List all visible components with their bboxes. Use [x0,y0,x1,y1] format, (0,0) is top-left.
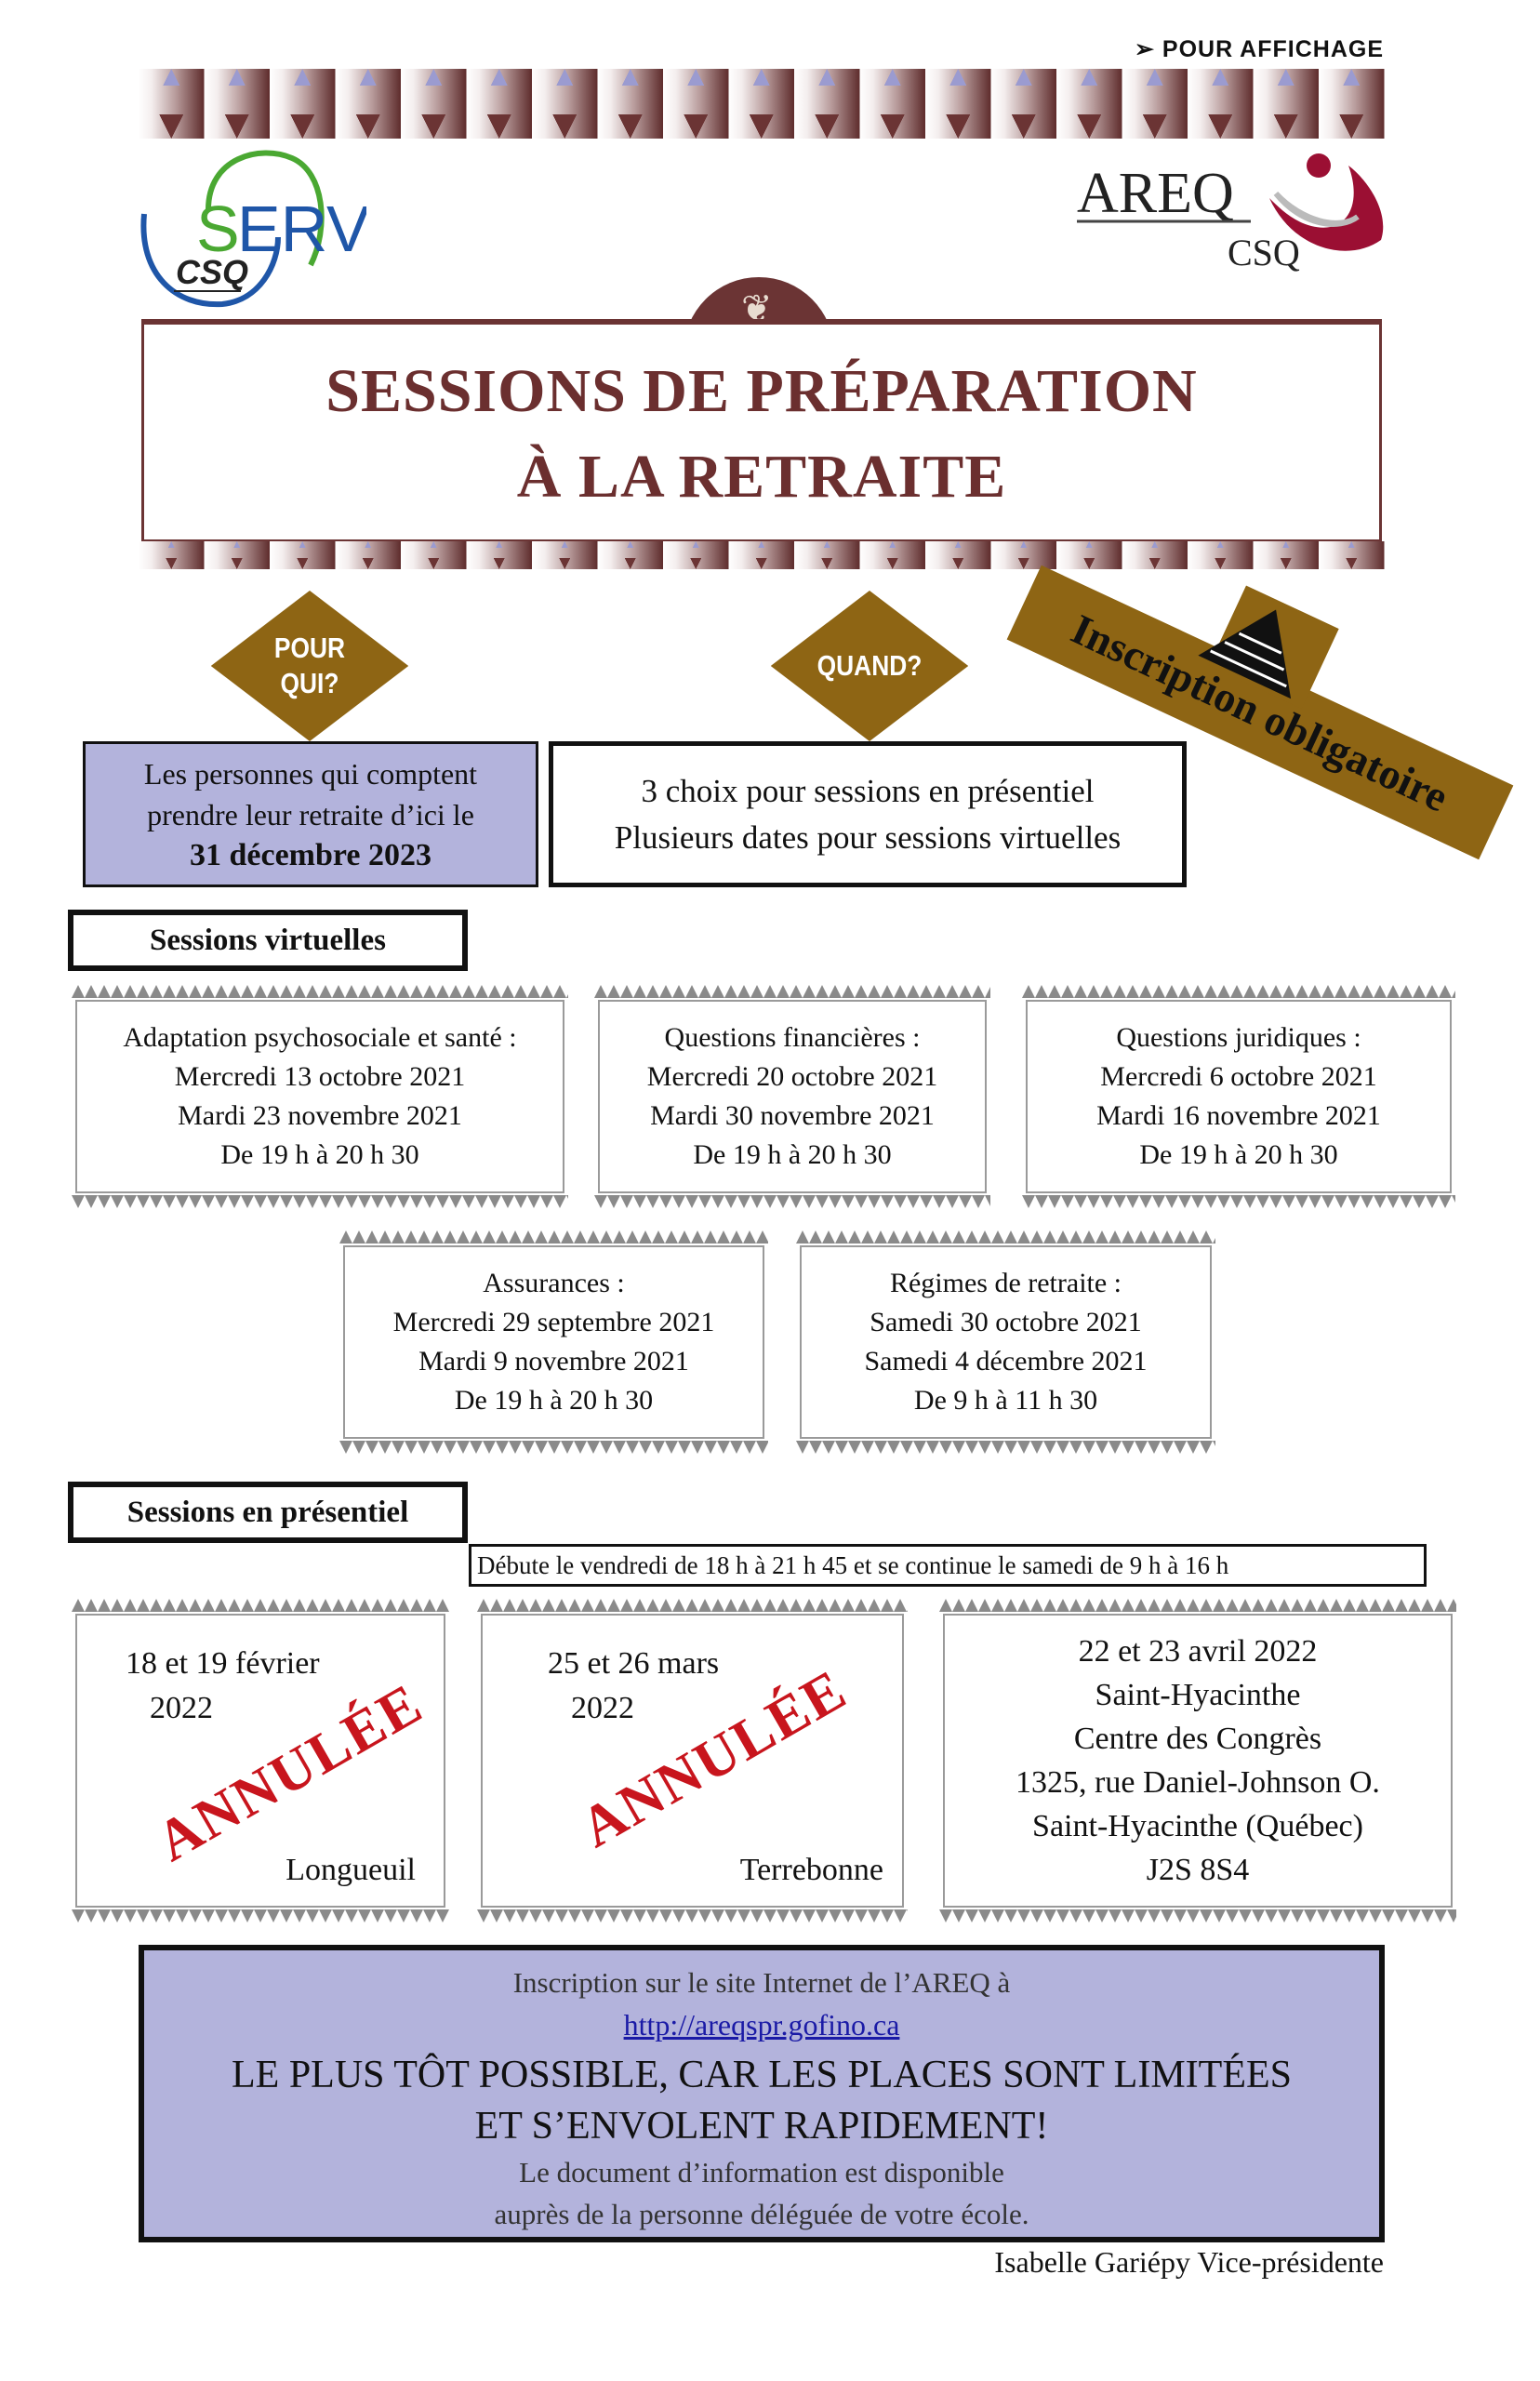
session-date: Mardi 9 novembre 2021 [418,1346,689,1377]
session-dates: 22 et 23 avril 2022 [1078,1634,1318,1669]
in-person-sessions-label: Sessions en présentiel [68,1482,468,1543]
signature: Isabelle Gariépy Vice-présidente [994,2245,1384,2279]
session-year: 2022 [571,1691,634,1725]
session-year: 2022 [150,1691,213,1725]
serv-csq-logo: S ERV CSQ [140,150,366,308]
session-date: Samedi 4 décembre 2021 [864,1346,1148,1377]
page-title-line1: SESSIONS DE PRÉPARATION [325,357,1198,425]
when-diamond-label: QUAND? [816,649,923,682]
decorative-bottom-band [139,541,1385,569]
virtual-session-card: Adaptation psychosociale et santé : Mercr… [60,985,579,1208]
decorative-top-band [139,69,1385,139]
virtual-session-card: Questions financières : Mercredi 20 octob… [583,985,1002,1208]
virtual-session-card: Régimes de retraite : Samedi 30 octobre 2… [785,1230,1227,1454]
session-date: Mercredi 20 octobre 2021 [646,1061,938,1092]
session-city: Terrebonne [739,1853,883,1887]
session-topic: Assurances : [483,1268,625,1298]
session-venue: Centre des Congrès [1073,1722,1322,1756]
svg-text:CSQ: CSQ [1228,232,1300,273]
virtual-sessions-label: Sessions virtuelles [68,910,468,971]
info-line1: Le document d’information est disponible [519,2156,1004,2188]
pyramid-icon [1198,585,1339,710]
when-line1: 3 choix pour sessions en présentiel [641,772,1095,809]
when-box: 3 choix pour sessions en présentiel Plus… [549,741,1187,887]
title-box: SESSIONS DE PRÉPARATION À LA RETRAITE [141,319,1382,542]
page-title-line2: À LA RETRAITE [516,443,1007,511]
who-diamond: POUR QUI? [210,591,409,741]
session-time: De 9 h à 11 h 30 [913,1385,1098,1416]
session-time: De 19 h à 20 h 30 [220,1139,419,1170]
when-line2: Plusieurs dates pour sessions virtuelles [614,818,1122,856]
who-line2: prendre leur retraite d’ici le [147,797,474,831]
in-person-session-card: 25 et 26 mars 2022 ANNULÉE Terrebonne [466,1599,919,1922]
posting-label: ➢ POUR AFFICHAGE [1135,36,1384,62]
in-person-session-card: 18 et 19 février 2022 ANNULÉE Longueuil [60,1599,460,1922]
session-postal-code: J2S 8S4 [1146,1853,1250,1887]
areq-csq-logo: AREQ CSQ [1077,153,1384,273]
session-date: Mercredi 29 septembre 2021 [392,1307,715,1337]
session-topic: Questions juridiques : [1116,1022,1361,1053]
who-line1: Les personnes qui comptent [143,756,478,791]
session-topic: Questions financières : [664,1022,921,1053]
session-topic: Adaptation psychosociale et santé : [123,1022,517,1053]
session-date: Mardi 30 novembre 2021 [650,1100,935,1131]
session-dates: 18 et 19 février [126,1646,320,1681]
who-date: 31 décembre 2023 [190,837,431,872]
urgent-line2: ET S’ENVOLENT RAPIDEMENT! [474,2105,1049,2148]
session-date: Mardi 23 novembre 2021 [178,1100,462,1131]
session-city: Longueuil [285,1853,416,1887]
registration-info-box: Inscription sur le site Internet de l’AR… [139,1945,1385,2242]
svg-text:AREQ: AREQ [1077,162,1234,225]
session-date: Mardi 16 novembre 2021 [1096,1100,1381,1131]
who-diamond-line1: POUR [273,632,346,664]
svg-text:S: S [196,193,240,265]
in-person-session-card: 22 et 23 avril 2022 Saint-Hyacinthe Cent… [928,1599,1467,1922]
virtual-session-card: Questions juridiques : Mercredi 6 octobre… [1011,985,1467,1208]
session-date: Mercredi 13 octobre 2021 [174,1061,466,1092]
who-box: Les personnes qui comptent prendre leur … [83,741,538,887]
in-person-schedule: Débute le vendredi de 18 h à 21 h 45 et … [469,1544,1427,1587]
session-time: De 19 h à 20 h 30 [1139,1139,1338,1170]
info-line2: auprès de la personne déléguée de votre … [494,2198,1029,2230]
when-diamond: QUAND? [770,591,969,741]
session-city-province: Saint-Hyacinthe (Québec) [1032,1809,1363,1843]
session-date: Mercredi 6 octobre 2021 [1100,1061,1377,1092]
session-topic: Régimes de retraite : [889,1268,1122,1298]
registration-line: Inscription sur le site Internet de l’AR… [512,1966,1011,1999]
urgent-line1: LE PLUS TÔT POSSIBLE, CAR LES PLACES SON… [232,2054,1292,2096]
session-street: 1325, rue Daniel-Johnson O. [1016,1765,1380,1800]
svg-text:CSQ: CSQ [176,253,248,291]
who-diamond-line2: QUI? [280,667,339,699]
session-time: De 19 h à 20 h 30 [454,1385,654,1416]
session-city: Saint-Hyacinthe [1095,1678,1301,1712]
session-time: De 19 h à 20 h 30 [693,1139,892,1170]
session-date: Samedi 30 octobre 2021 [870,1307,1142,1337]
registration-link[interactable]: http://areqspr.gofino.ca [623,2008,900,2042]
session-dates: 25 et 26 mars [548,1646,720,1681]
svg-text:ERV: ERV [237,193,366,265]
